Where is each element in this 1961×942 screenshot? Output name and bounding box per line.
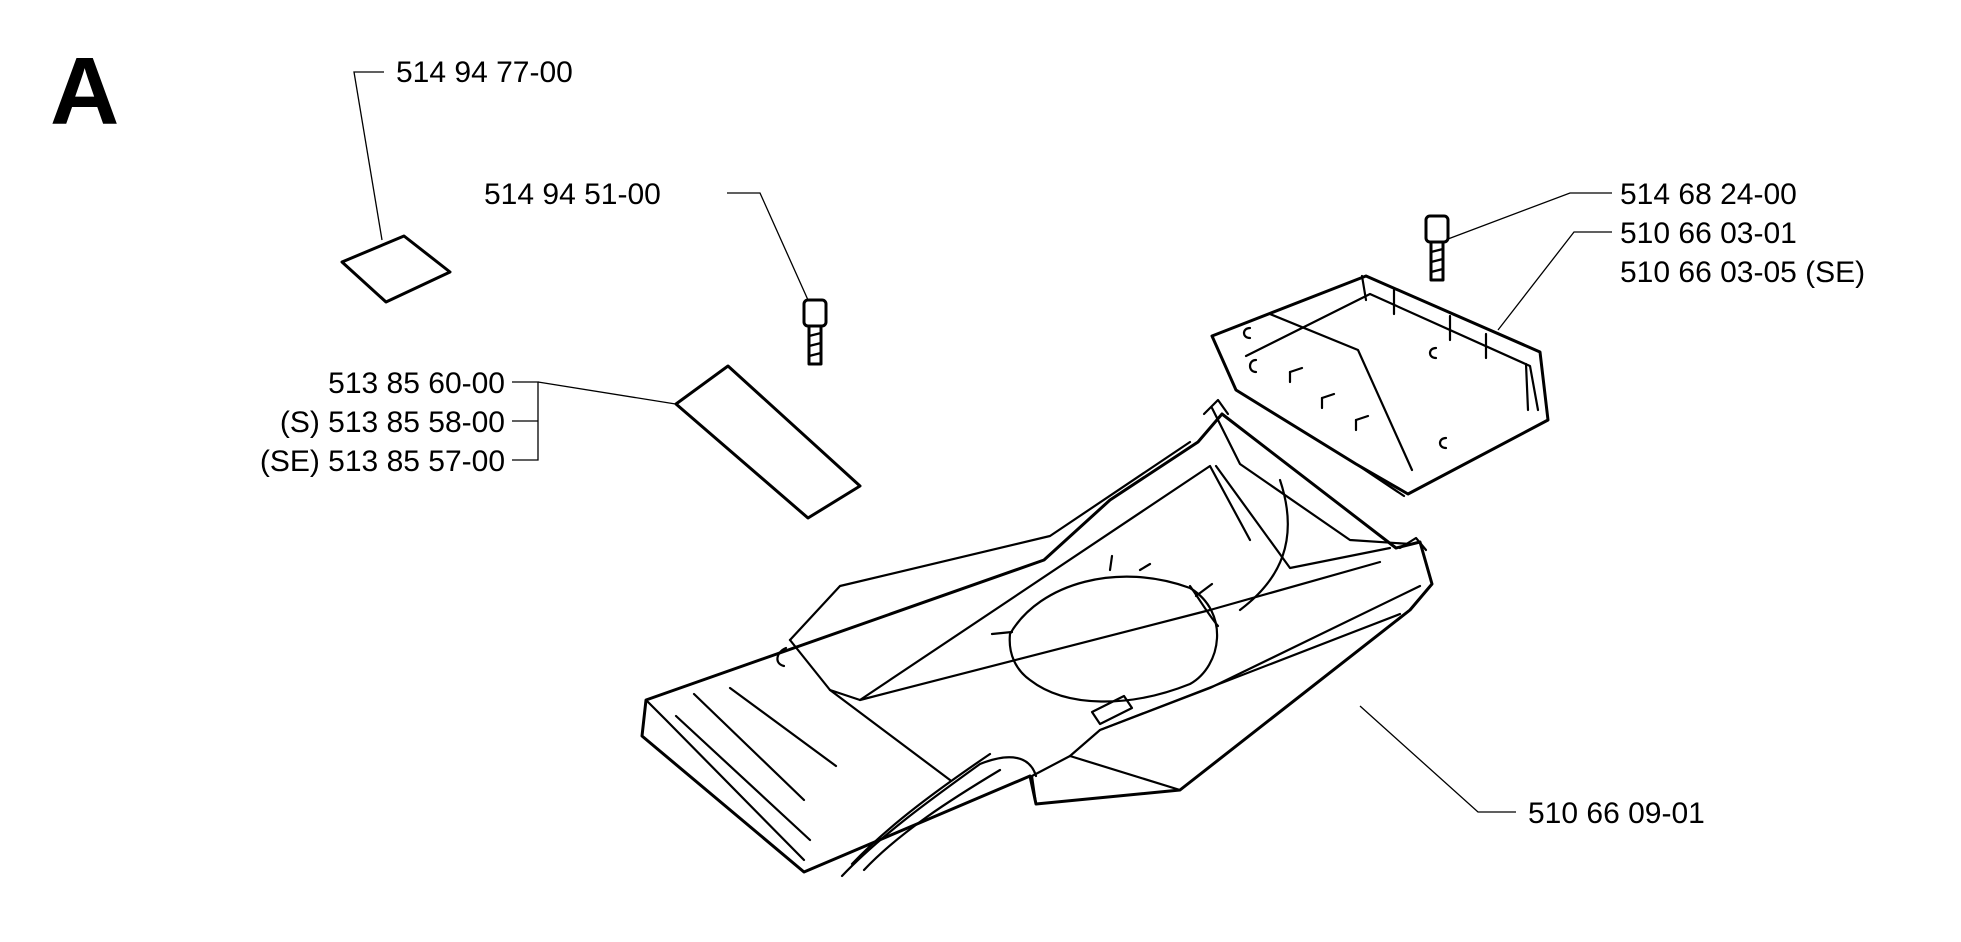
label-screw-right: 514 68 24-00 [1620, 178, 1797, 211]
label-plate-1: 513 85 60-00 [328, 367, 505, 400]
label-cover-1: 510 66 03-01 [1620, 217, 1797, 250]
hood [640, 398, 1434, 878]
label-plate-2: (S) 513 85 58-00 [280, 406, 505, 439]
leader-lines [353, 71, 1612, 813]
label-plate [674, 364, 862, 520]
screw-right [1424, 214, 1450, 282]
label-decal-small: 514 94 77-00 [396, 56, 573, 89]
decal-small [340, 234, 452, 304]
label-screw-left: 514 94 51-00 [484, 178, 661, 211]
section-letter: A [50, 38, 119, 145]
screw-left [802, 298, 828, 366]
label-hood: 510 66 09-01 [1528, 797, 1705, 830]
label-plate-3: (SE) 513 85 57-00 [260, 445, 505, 478]
label-cover-2: 510 66 03-05 (SE) [1620, 256, 1865, 289]
rear-cover [1210, 274, 1550, 498]
